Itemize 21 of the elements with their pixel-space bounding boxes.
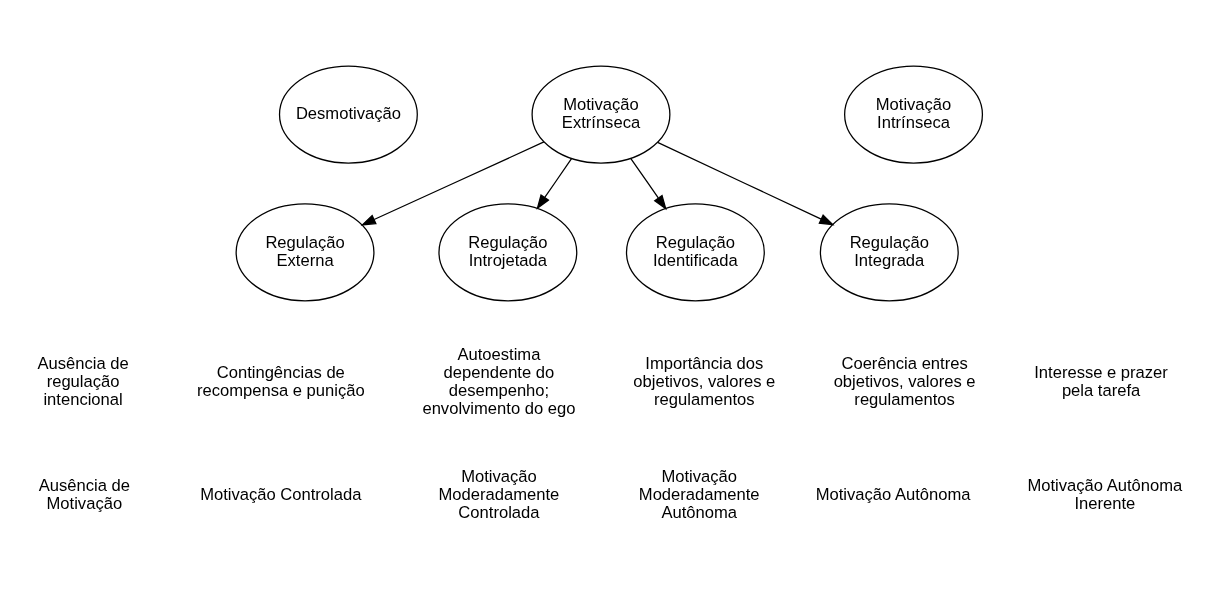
node-ellipse: Motivação Extrínseca — [531, 65, 671, 164]
label: Motivação Moderadamente Controlada — [438, 467, 560, 523]
label: Motivação Autônoma — [815, 485, 971, 505]
label: Motivação Autônoma Inerente — [1027, 476, 1183, 514]
arrow — [536, 158, 573, 210]
label: Ausência de Motivação — [38, 476, 130, 514]
node-ellipse: Motivação Intrínseca — [844, 65, 984, 164]
label: Contingências de recompensa e punição — [196, 362, 365, 400]
node-ellipse: Regulação Introjetada — [438, 203, 578, 302]
arrow — [360, 141, 545, 226]
arrow — [630, 158, 667, 211]
label: Motivação Moderadamente Autônoma — [638, 467, 760, 523]
node-ellipse: Desmotivação — [278, 65, 418, 164]
label: Coerência entres objetivos, valores e regulamentos — [833, 353, 976, 409]
arrow — [656, 141, 835, 226]
label: Interesse e prazer pela tarefa — [1034, 362, 1168, 400]
label: Motivação Controlada — [200, 485, 362, 505]
label: Autoestima dependente do desempenho; envolvimento do ego — [422, 345, 576, 418]
label: Ausência de regulação intencional — [37, 353, 129, 409]
label: Importância dos objetivos, valores e regulamentos — [633, 353, 776, 409]
node-ellipse: Regulação Identificada — [625, 203, 765, 302]
